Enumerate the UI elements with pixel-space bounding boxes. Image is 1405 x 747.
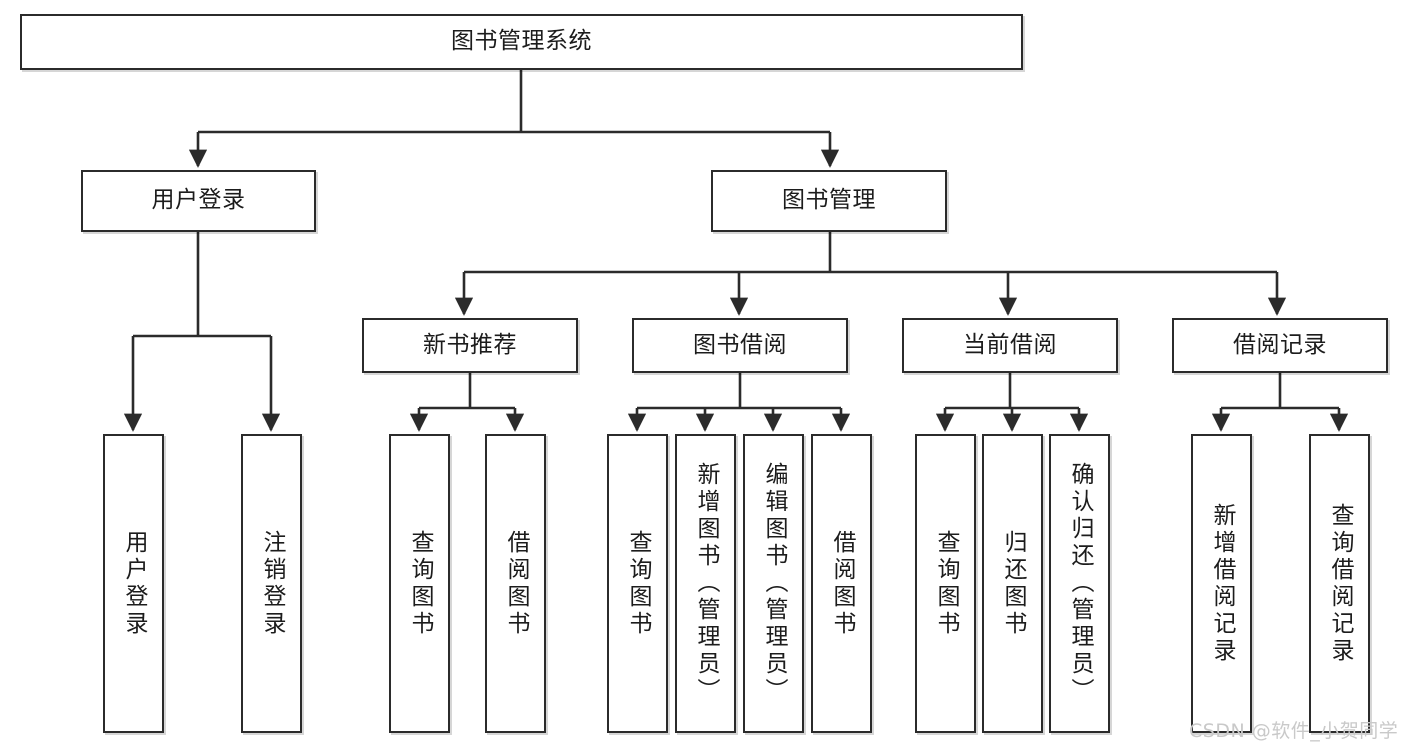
node-leaf-logout-label: 注销登录 — [259, 529, 285, 638]
node-leaf-borrow-book-2[interactable]: 借阅图书 — [811, 434, 872, 733]
node-leaf-add-book-label: 新增图书（管理员） — [693, 462, 719, 705]
node-new-book-rec-label: 新书推荐 — [423, 331, 517, 358]
node-leaf-query-record-label: 查询借阅记录 — [1327, 502, 1353, 665]
node-leaf-query-book-2-label: 查询图书 — [625, 529, 651, 638]
node-root-label: 图书管理系统 — [451, 28, 592, 55]
node-leaf-user-login[interactable]: 用户登录 — [103, 434, 164, 733]
node-leaf-confirm-return-label: 确认归还（管理员） — [1067, 462, 1093, 705]
node-leaf-return-book-label: 归还图书 — [1000, 529, 1026, 638]
node-leaf-edit-book-label: 编辑图书（管理员） — [761, 462, 787, 705]
node-borrow-record[interactable]: 借阅记录 — [1172, 318, 1388, 373]
node-user-login[interactable]: 用户登录 — [81, 170, 316, 232]
node-leaf-query-book-3-label: 查询图书 — [933, 529, 959, 638]
node-leaf-logout[interactable]: 注销登录 — [241, 434, 302, 733]
node-leaf-query-book-3[interactable]: 查询图书 — [915, 434, 976, 733]
node-leaf-add-record-label: 新增借阅记录 — [1209, 502, 1235, 665]
node-leaf-borrow-book-2-label: 借阅图书 — [829, 529, 855, 638]
node-leaf-return-book[interactable]: 归还图书 — [982, 434, 1043, 733]
node-user-login-label: 用户登录 — [151, 187, 246, 214]
node-leaf-borrow-book-1[interactable]: 借阅图书 — [485, 434, 546, 733]
node-leaf-confirm-return[interactable]: 确认归还（管理员） — [1049, 434, 1110, 733]
node-current-borrow-label: 当前借阅 — [963, 331, 1057, 358]
node-book-borrow-label: 图书借阅 — [693, 331, 787, 358]
node-leaf-edit-book[interactable]: 编辑图书（管理员） — [743, 434, 804, 733]
node-book-borrow[interactable]: 图书借阅 — [632, 318, 848, 373]
node-book-manage[interactable]: 图书管理 — [711, 170, 947, 232]
node-leaf-add-record[interactable]: 新增借阅记录 — [1191, 434, 1252, 733]
node-current-borrow[interactable]: 当前借阅 — [902, 318, 1118, 373]
node-leaf-query-book-1-label: 查询图书 — [407, 529, 433, 638]
node-leaf-query-book-2[interactable]: 查询图书 — [607, 434, 668, 733]
csdn-watermark: CSDN @软件_小贺同学 — [1189, 720, 1399, 742]
node-borrow-record-label: 借阅记录 — [1233, 331, 1327, 358]
node-new-book-rec[interactable]: 新书推荐 — [362, 318, 578, 373]
node-leaf-borrow-book-1-label: 借阅图书 — [503, 529, 529, 638]
node-leaf-add-book[interactable]: 新增图书（管理员） — [675, 434, 736, 733]
node-book-manage-label: 图书管理 — [782, 187, 876, 214]
node-leaf-query-book-1[interactable]: 查询图书 — [389, 434, 450, 733]
node-leaf-user-login-label: 用户登录 — [121, 529, 147, 638]
node-root[interactable]: 图书管理系统 — [20, 14, 1023, 70]
node-leaf-query-record[interactable]: 查询借阅记录 — [1309, 434, 1370, 733]
